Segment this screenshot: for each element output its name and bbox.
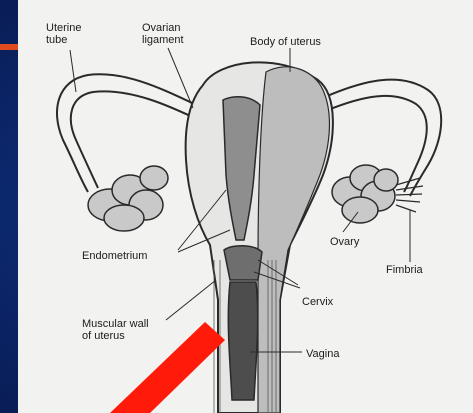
pointer-arrow-icon <box>110 322 225 413</box>
